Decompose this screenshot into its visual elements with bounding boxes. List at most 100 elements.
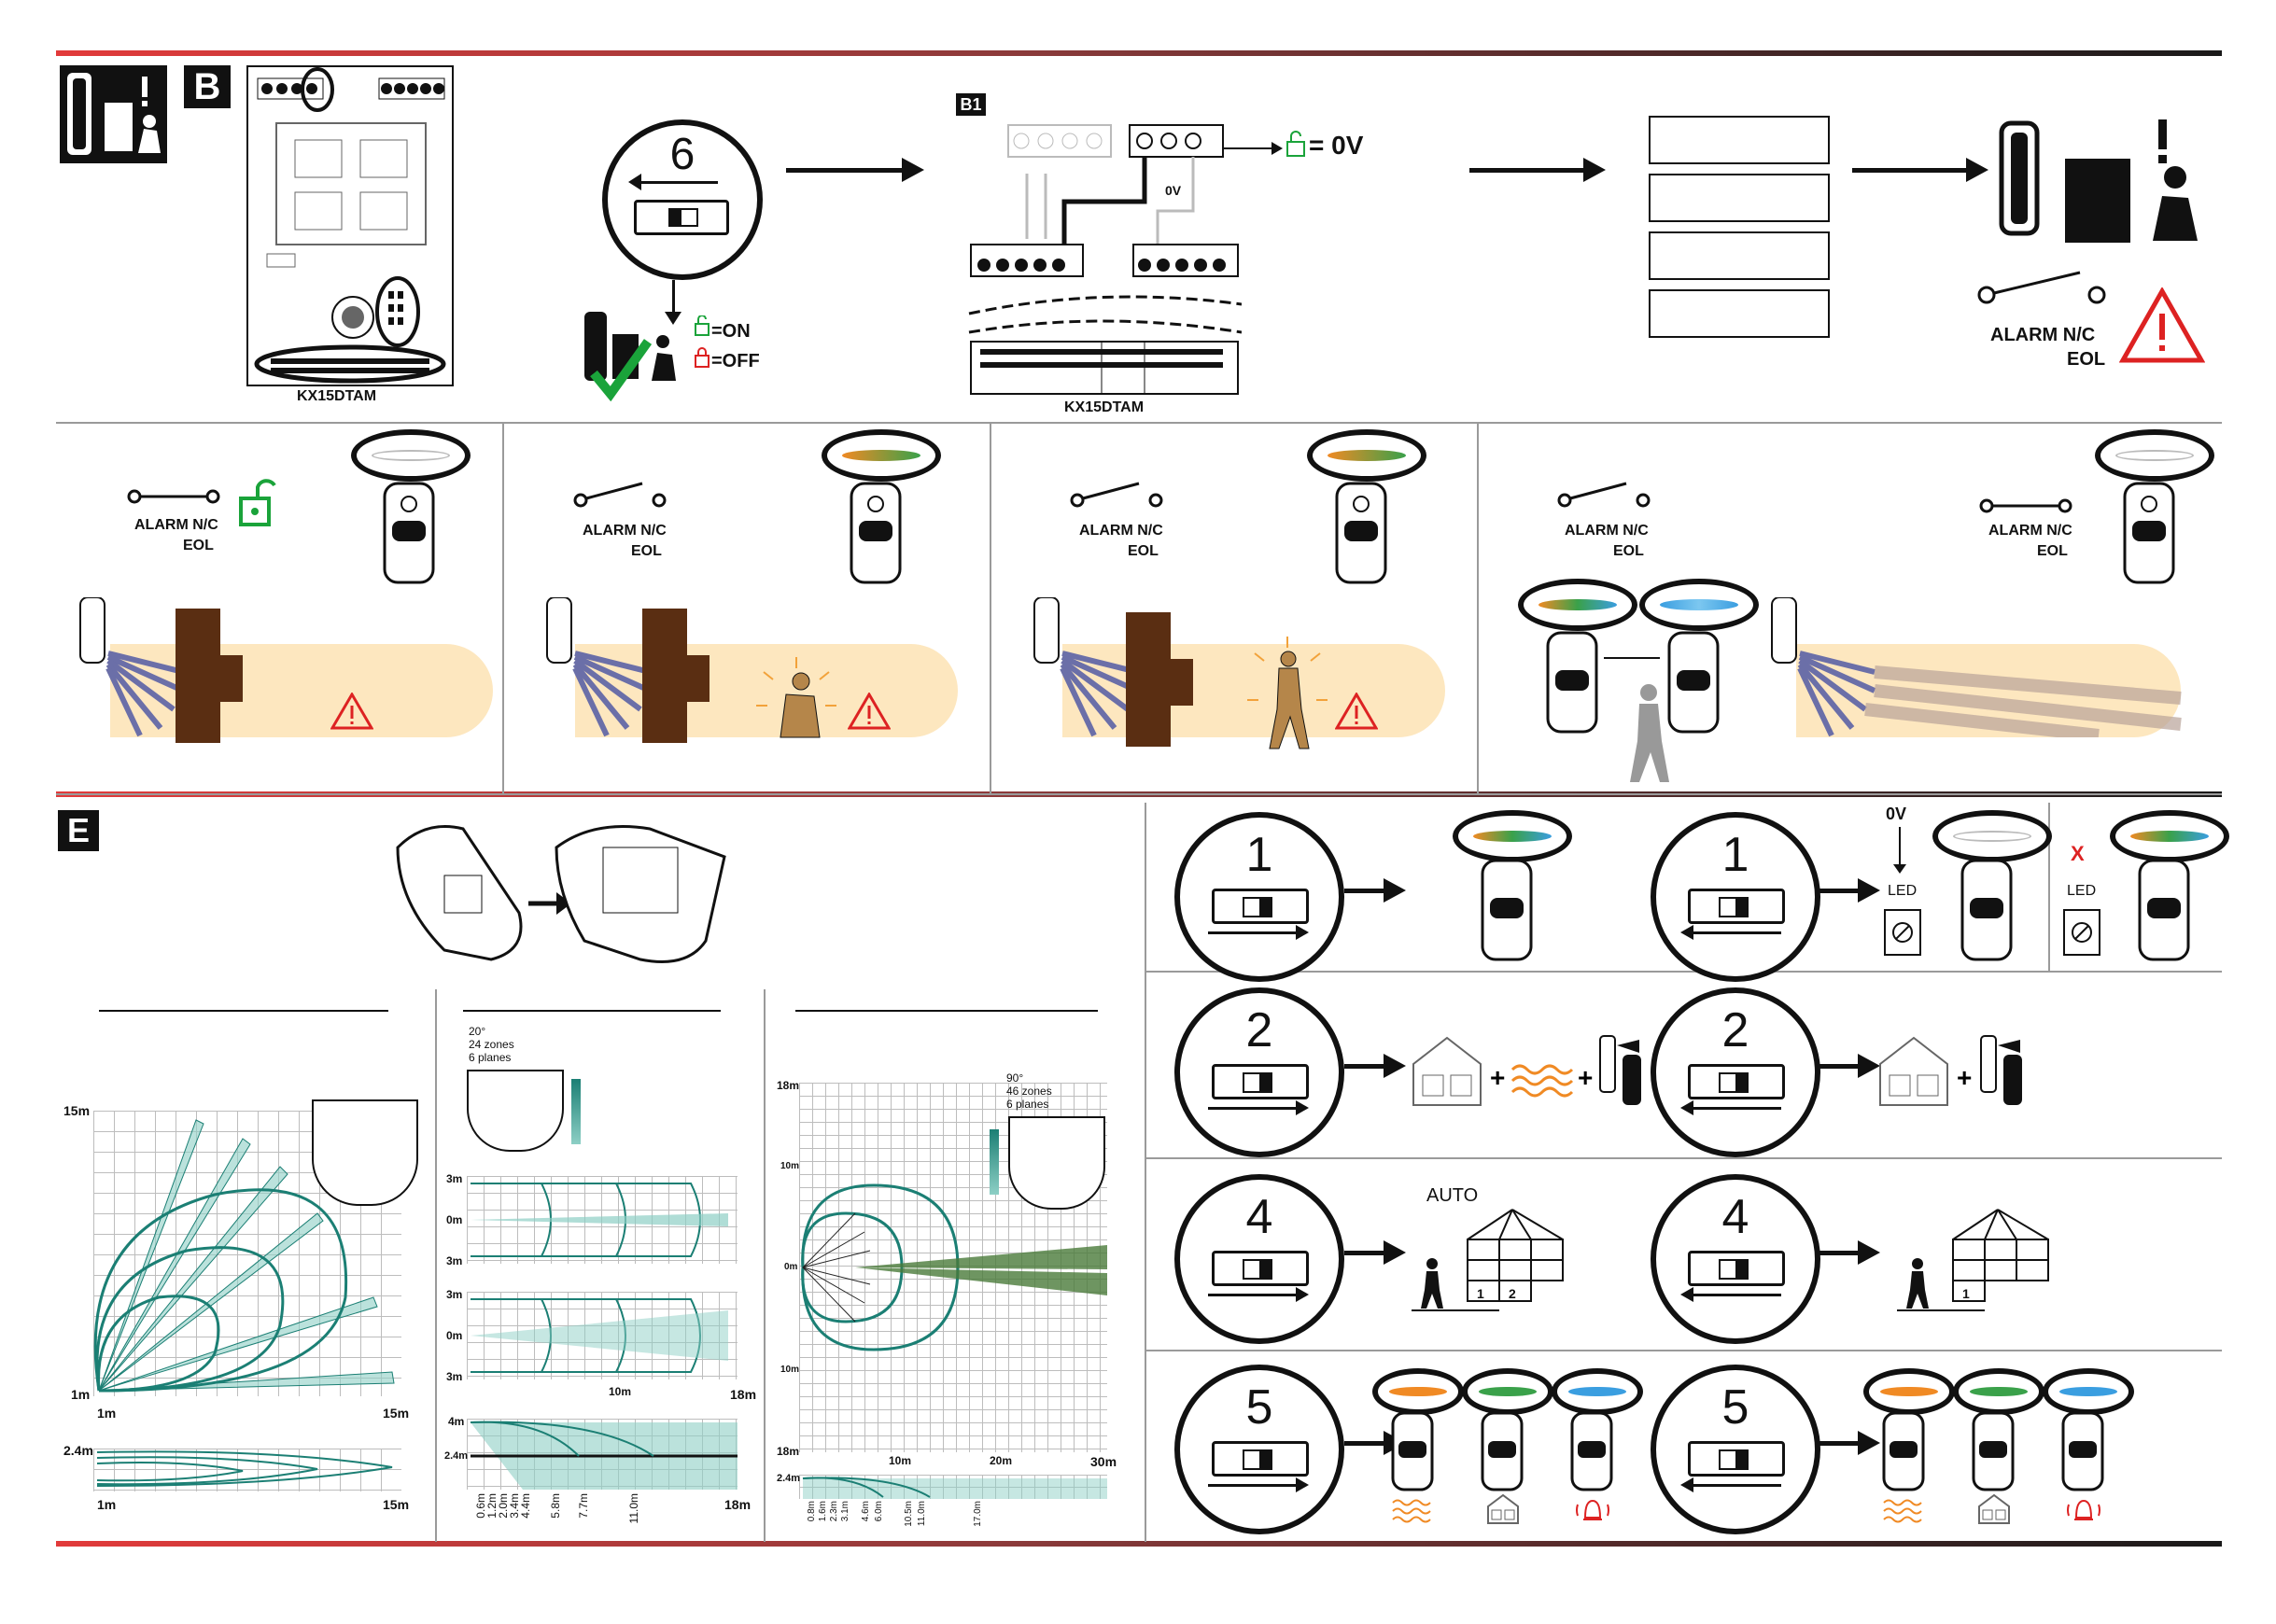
chart1-x-end: 15m bbox=[383, 1406, 410, 1421]
chart3-tick-0: 0.8m bbox=[807, 1501, 817, 1522]
dip-step-2-right: 2 bbox=[1174, 987, 1344, 1157]
scene1-eol: EOL bbox=[183, 538, 214, 553]
chart2-title-line bbox=[463, 1010, 721, 1012]
dip-row-line-2 bbox=[1146, 1157, 2222, 1159]
chart2-top-coverage bbox=[467, 1176, 738, 1264]
scene4-detector bbox=[2123, 482, 2175, 584]
dip5b-lens-blue bbox=[2043, 1368, 2134, 1415]
scene2-crouching-person bbox=[754, 653, 838, 747]
chart1-top: 15m bbox=[63, 1103, 91, 1118]
dip-step-1a-switch bbox=[1212, 889, 1309, 924]
chart3-y-bot: 18m bbox=[777, 1445, 800, 1458]
chart3-zones: 46 zones bbox=[1006, 1085, 1052, 1098]
chart2-ticks-row: 0.6m 1.2m 2.0m 3.4m 4.4m 5.8m 7.7m 11.0m bbox=[467, 1493, 672, 1540]
chart2-tick-5: 5.8m bbox=[549, 1493, 562, 1519]
chart2-y-bot: 3m bbox=[446, 1254, 463, 1267]
dip1b-detector bbox=[1960, 859, 2013, 961]
chart2-planes: 6 planes bbox=[469, 1051, 512, 1064]
chart-divider-2 bbox=[764, 989, 766, 1542]
dip-step-2-left: 2 bbox=[1651, 987, 1820, 1157]
dip-step-5b-switch bbox=[1688, 1441, 1785, 1477]
svg-text:+: + bbox=[1490, 1063, 1505, 1092]
dip-step-5a-arrow bbox=[1208, 1477, 1309, 1492]
chart2-mid-coverage bbox=[467, 1292, 738, 1379]
chart3-tick-5: 6.0m bbox=[874, 1501, 884, 1522]
blank-box-3 bbox=[1649, 231, 1830, 280]
dip-row2-arrow-a bbox=[1344, 1054, 1406, 1078]
dip1b-down-arrow bbox=[1899, 827, 1901, 868]
dip-step-1-right: 1 bbox=[1174, 812, 1344, 982]
dip-step-4b-arrow bbox=[1680, 1287, 1781, 1302]
dip-step-1a-arrow bbox=[1208, 925, 1309, 940]
chart3-tick-4: 4.6m bbox=[861, 1501, 871, 1522]
dip5b-lens-green bbox=[1953, 1368, 2044, 1415]
chart1-coverage bbox=[93, 1111, 401, 1396]
scene3-detector bbox=[1335, 482, 1387, 584]
dip-step-4b-number: 4 bbox=[1721, 1190, 1749, 1244]
scene-divider-3 bbox=[1477, 422, 1479, 793]
bottom-divider-bar bbox=[56, 1541, 2222, 1547]
dip-row1-arrow-b bbox=[1819, 878, 1880, 903]
chart2-lower-top: 4m bbox=[448, 1415, 465, 1428]
chart3-ticks-row: 0.8m 1.6m 2.3m 3.1m 4.6m 6.0m 10.5m 11.0… bbox=[799, 1501, 1033, 1538]
dip4b-illustration bbox=[1895, 1206, 2063, 1314]
b1-wiring-diagram bbox=[962, 118, 1243, 398]
scene1-lens-off bbox=[351, 429, 471, 482]
section-b-tag: B bbox=[184, 65, 231, 108]
dip1b-down-arrowhead bbox=[1893, 864, 1906, 874]
scene3-eol: EOL bbox=[1128, 543, 1159, 559]
dip-step-5-left: 5 bbox=[1651, 1365, 1820, 1534]
scene2-warning-icon bbox=[847, 692, 892, 730]
chart3-tick-8: 17.0m bbox=[973, 1501, 983, 1527]
down-arrowhead bbox=[665, 312, 681, 325]
chart-divider-1 bbox=[435, 989, 437, 1542]
step-6-arrowhead bbox=[628, 174, 641, 190]
pcb-board bbox=[246, 65, 454, 386]
chart2-tick-6: 7.7m bbox=[577, 1493, 590, 1519]
dip-step-5b-number: 5 bbox=[1721, 1380, 1749, 1435]
dip-row1-divider bbox=[2048, 803, 2050, 971]
scene2-alarm: ALARM N/C bbox=[583, 523, 667, 539]
scene1-warning-icon bbox=[330, 692, 374, 730]
blank-box-1 bbox=[1649, 116, 1830, 164]
dip-step-5-right: 5 bbox=[1174, 1365, 1344, 1534]
scene-row-bottom-line bbox=[56, 793, 2222, 795]
dip-row3-arrow-b bbox=[1819, 1240, 1880, 1265]
blank-box-2 bbox=[1649, 174, 1830, 222]
chart2-lower-end: 18m bbox=[724, 1497, 752, 1512]
chart1-x-start: 1m bbox=[97, 1406, 117, 1421]
dip-step-4-left: 4 bbox=[1651, 1174, 1820, 1344]
scene1-alarm: ALARM N/C bbox=[134, 517, 218, 533]
dip5a-detector-1 bbox=[1391, 1411, 1434, 1491]
dip-step-1b-number: 1 bbox=[1721, 828, 1749, 882]
dip-row-line-3 bbox=[1146, 1350, 2222, 1351]
scene4-arrow bbox=[1604, 657, 1660, 659]
chart2-y-bot2: 3m bbox=[446, 1370, 463, 1383]
chart2-tick-7: 11.0m bbox=[627, 1493, 640, 1524]
dip5a-lens-blue bbox=[1552, 1368, 1643, 1415]
scene4-alarm2: ALARM N/C bbox=[1988, 523, 2072, 539]
scene4-lens-off bbox=[2095, 429, 2214, 482]
blank-box-4 bbox=[1649, 289, 1830, 338]
chart3-tick-7: 11.0m bbox=[917, 1501, 927, 1527]
dip5b-bell-icon bbox=[2065, 1495, 2102, 1525]
scene1-zone bbox=[110, 644, 493, 737]
warning-icon-large bbox=[2118, 286, 2206, 364]
chart3-y-top: 18m bbox=[777, 1079, 800, 1092]
step-6-arrow bbox=[634, 181, 718, 184]
dip1b-led2-label: LED bbox=[2067, 883, 2097, 899]
step-6-circle: 6 bbox=[602, 119, 763, 280]
chart1-lens-thumbnail bbox=[312, 1099, 418, 1206]
scene-divider-1 bbox=[502, 422, 504, 793]
chart3-x-20: 20m bbox=[990, 1454, 1013, 1467]
step-6-dip-switch bbox=[634, 200, 729, 235]
chart3-y-n10: 10m bbox=[780, 1365, 800, 1375]
scene1-wall-ledge bbox=[198, 655, 243, 702]
scene4-detector-a bbox=[1546, 631, 1598, 734]
chart3-planes: 6 planes bbox=[1006, 1098, 1049, 1111]
board-label: KX15DTAM bbox=[297, 388, 377, 404]
dip-row2-arrow-b bbox=[1819, 1054, 1880, 1078]
flow-arrow-1 bbox=[786, 158, 924, 182]
chart2-angle: 20° bbox=[469, 1025, 486, 1038]
b1-zero-small: 0V bbox=[1165, 183, 1182, 198]
